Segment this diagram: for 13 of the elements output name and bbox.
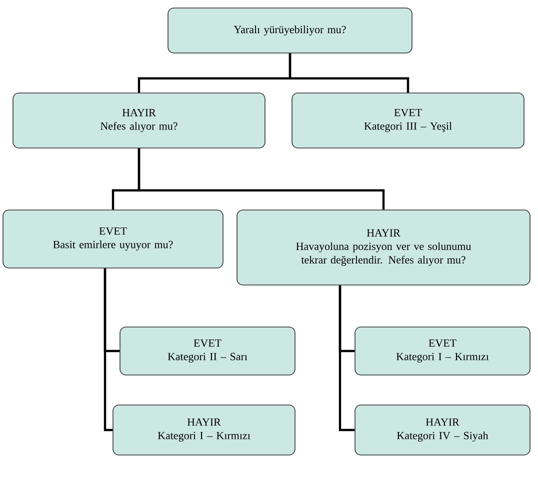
process-box: HAYIR Kategori I – Kırmızı xyxy=(112,404,296,456)
process-box: EVET Kategori II – Sarı xyxy=(120,326,296,376)
process-box: EVET Kategori I – Kırmızı xyxy=(354,326,530,376)
process-box: Yaralı yürüyebiliyor mu? xyxy=(168,8,412,54)
process-box: EVET Kategori III – Yeşil xyxy=(292,92,524,148)
process-box: HAYIR Havayoluna pozisyon ver ve solunumu tekrar değerlendir. Nefes alıyor mu? xyxy=(236,210,530,286)
process-box: EVET Basit emirlere uyuyor mu? xyxy=(2,210,224,268)
process-box: HAYIR Nefes alıyor mu? xyxy=(12,92,266,148)
connector-line xyxy=(104,268,113,432)
process-box: HAYIR Kategori IV – Siyah xyxy=(354,404,530,456)
connector-line xyxy=(138,148,385,210)
connector-line xyxy=(338,285,355,432)
connector-line xyxy=(288,53,410,93)
